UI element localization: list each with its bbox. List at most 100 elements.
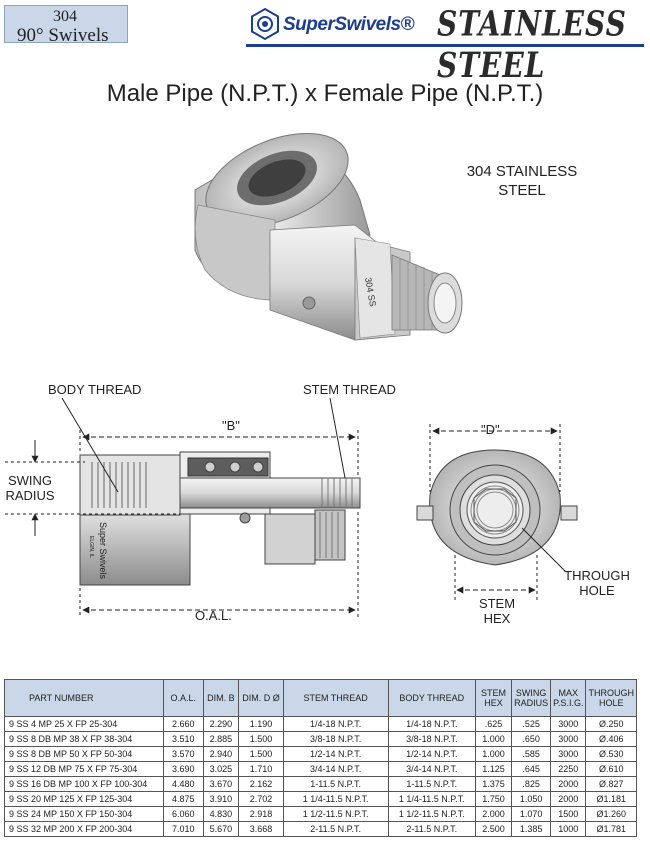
table-cell: 3.570 [162, 746, 204, 762]
table-cell: 2.918 [238, 806, 284, 822]
table-cell: Ø1.260 [585, 806, 637, 822]
table-cell: 9 SS 20 MP 125 X FP 125-304 [4, 791, 164, 807]
col-stem-hex: STEM HEX [474, 679, 513, 717]
table-cell: 9 SS 24 MP 150 X FP 150-304 [4, 806, 164, 822]
table-cell: 4.875 [162, 791, 204, 807]
table-cell: Ø1.781 [585, 821, 637, 837]
table-header-row: PART NUMBER O.A.L. DIM. B DIM. D Ø STEM … [4, 679, 637, 717]
table-cell: 1 1/4-11.5 N.P.T. [387, 791, 477, 807]
table-cell: 3.910 [202, 791, 240, 807]
table-cell: 2.885 [202, 731, 240, 747]
table-cell: Ø.406 [585, 731, 637, 747]
material-banner: STAINLESS STEEL [437, 3, 627, 86]
col-dim-d: DIM. D Ø [238, 679, 284, 717]
table-cell: 2.660 [162, 716, 204, 732]
table-cell: 2000 [550, 776, 587, 792]
table-cell: 6.060 [162, 806, 204, 822]
table-cell: 3000 [550, 746, 587, 762]
table-cell: 3.510 [162, 731, 204, 747]
table-cell: 2000 [550, 791, 587, 807]
table-cell: 1 1/4-11.5 N.P.T. [282, 791, 389, 807]
oal-label: O.A.L. [195, 608, 232, 623]
table-cell: 4.830 [202, 806, 240, 822]
table-cell: 1.000 [474, 746, 513, 762]
table-cell: 1500 [550, 806, 587, 822]
table-cell: 9 SS 12 DB MP 75 X FP 75-304 [4, 761, 164, 777]
side-dimensions [5, 397, 359, 618]
table-cell: Ø.827 [585, 776, 637, 792]
table-cell: 1.000 [474, 731, 513, 747]
col-stem-thread: STEM THREAD [282, 679, 389, 717]
table-cell: 2-11.5 N.P.T. [387, 821, 477, 837]
table-cell: 1.385 [511, 821, 552, 837]
table-cell: 2-11.5 N.P.T. [282, 821, 389, 837]
col-dim-b: DIM. B [202, 679, 240, 717]
through-hole-line2: HOLE [579, 583, 615, 598]
through-hole-label: THROUGH HOLE [562, 568, 632, 598]
body-thread-label: BODY THREAD [48, 382, 142, 397]
swing-radius-line2: RADIUS [5, 488, 55, 503]
table-cell: 1/4-18 N.P.T. [387, 716, 477, 732]
stem-hex-line1: STEM [478, 596, 516, 611]
material-note-line1: 304 STAINLESS [466, 163, 578, 180]
table-cell: 3.668 [238, 821, 284, 837]
table-cell: 9 SS 8 DB MP 50 X FP 50-304 [4, 746, 164, 762]
table-cell: 2.290 [202, 716, 240, 732]
col-max-psig: MAX P.S.I.G. [550, 679, 587, 717]
table-cell: 1-11.5 N.P.T. [387, 776, 477, 792]
product-drawings: 304 SS Super Swivels ELGIN, [5, 132, 578, 618]
swing-radius-line1: SWING [7, 473, 53, 488]
table-cell: 9 SS 32 MP 200 X FP 200-304 [4, 821, 164, 837]
col-body-thread: BODY THREAD [387, 679, 477, 717]
table-cell: Ø.530 [585, 746, 637, 762]
table-cell: 1.190 [238, 716, 284, 732]
table-cell: 7.010 [162, 821, 204, 837]
col-part-number: PART NUMBER [4, 679, 164, 717]
hex-nut-logo-icon [251, 7, 279, 41]
table-cell: 4.480 [162, 776, 204, 792]
table-cell: 1.500 [238, 731, 284, 747]
stem-hex-line2: HEX [483, 611, 511, 626]
header-rule [246, 44, 644, 47]
brand-logo: SuperSwivels® [283, 14, 415, 35]
col-swing-radius: SWING RADIUS [511, 679, 552, 717]
table-cell: 2.500 [474, 821, 513, 837]
table-cell: 2.000 [474, 806, 513, 822]
dim-d-label: "D" [481, 422, 500, 437]
table-cell: 1.500 [238, 746, 284, 762]
table-cell: 1.750 [474, 791, 513, 807]
category-series: 304 [53, 8, 77, 25]
table-cell: 2250 [550, 761, 587, 777]
side-section-view: Super Swivels ELGIN, IL [79, 451, 361, 586]
material-note: 304 STAINLESS STEEL [452, 162, 592, 200]
table-cell: 2.702 [238, 791, 284, 807]
table-cell: .585 [511, 746, 552, 762]
table-cell: 3000 [550, 716, 587, 732]
table-cell: Ø1.181 [585, 791, 637, 807]
swing-radius-label: SWING RADIUS [5, 473, 55, 503]
end-dimensions [429, 424, 567, 600]
table-cell: .625 [474, 716, 513, 732]
category-tab: 304 90° Swivels [4, 5, 128, 46]
table-cell: Ø.610 [585, 761, 637, 777]
table-cell: 1/2-14 N.P.T. [282, 746, 389, 762]
end-view [416, 449, 578, 566]
page-title: Male Pipe (N.P.T.) x Female Pipe (N.P.T.… [106, 80, 544, 107]
side-brand: Super Swivels [98, 522, 108, 580]
table-cell: 1/2-14 N.P.T. [387, 746, 477, 762]
table-cell: 9 SS 16 DB MP 100 X FP 100-304 [4, 776, 164, 792]
table-cell: .650 [511, 731, 552, 747]
swivel-render: 304 SS [194, 132, 463, 341]
table-cell: 3.670 [202, 776, 240, 792]
table-cell: 3/8-18 N.P.T. [282, 731, 389, 747]
table-cell: 1.375 [474, 776, 513, 792]
material-note-line2: STEEL [498, 182, 546, 199]
